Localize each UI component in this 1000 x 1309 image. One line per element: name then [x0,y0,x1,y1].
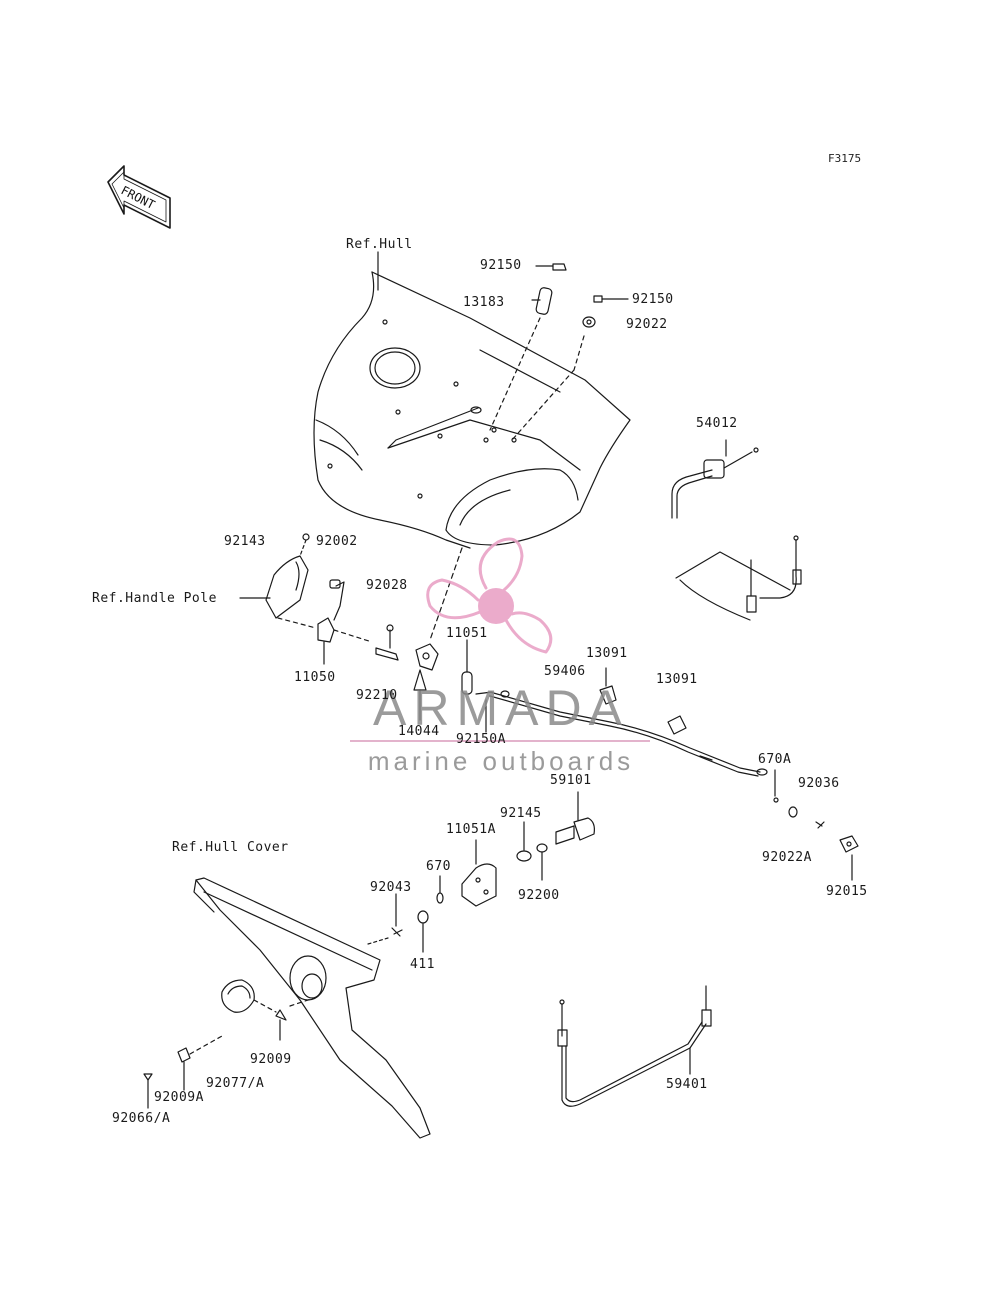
part-number-92200[interactable]: 92200 [518,888,560,903]
part-number-59401[interactable]: 59401 [666,1077,708,1092]
part-number-92022a[interactable]: 92022A [762,850,812,865]
shaft-assembly [367,791,595,953]
watermark-brand: ARMADA [373,680,629,736]
hull-body [313,251,631,549]
watermark-tagline: marine outboards [367,746,635,776]
part-number-11050[interactable]: 11050 [294,670,336,685]
part-number-92028[interactable]: 92028 [366,578,408,593]
throttle-cable-59406 [489,667,779,803]
figure-code: F3175 [828,152,862,165]
part-number-13091[interactable]: 13091 [656,672,698,687]
part-number-92036[interactable]: 92036 [798,776,840,791]
part-number-11051[interactable]: 11051 [446,626,488,641]
part-number-92066a[interactable]: 92066/A [112,1111,171,1126]
part-number-92150[interactable]: 92150 [632,292,674,307]
hull-cover [143,877,431,1139]
hull-detail-right [675,535,802,621]
part-number-54012[interactable]: 54012 [696,416,738,431]
part-number-13183[interactable]: 13183 [463,295,505,310]
part-number-92145[interactable]: 92145 [500,806,542,821]
part-number-670a[interactable]: 670A [758,752,792,767]
part-number-92015[interactable]: 92015 [826,884,868,899]
part-number-670[interactable]: 670 [426,859,451,874]
part-number-92077a[interactable]: 92077/A [206,1076,265,1091]
part-number-92002[interactable]: 92002 [316,534,358,549]
cable-54012 [671,439,759,519]
nut-group-right [788,806,859,881]
handle-pole-bracket [239,533,399,665]
part-number-14044[interactable]: 14044 [398,724,440,739]
part-number-92043[interactable]: 92043 [370,880,412,895]
ref-hull-label: Ref.Hull [346,237,413,252]
part-number-92150[interactable]: 92150 [480,258,522,273]
part-number-92143[interactable]: 92143 [224,534,266,549]
watermark-divider [350,740,650,742]
part-number-59406[interactable]: 59406 [544,664,586,679]
cable-59401 [557,985,712,1107]
part-number-11051a[interactable]: 11051A [446,822,496,837]
part-number-92009a[interactable]: 92009A [154,1090,204,1105]
part-number-13091[interactable]: 13091 [586,646,628,661]
part-number-59101[interactable]: 59101 [550,773,592,788]
part-number-411[interactable]: 411 [410,957,435,972]
fastener-group-top [489,263,629,441]
lever-assembly [413,547,493,733]
propeller-logo-icon [426,537,553,654]
ref-hull-cover-label: Ref.Hull Cover [172,840,289,855]
part-number-92210[interactable]: 92210 [356,688,398,703]
ref-handle-pole-label: Ref.Handle Pole [92,591,217,606]
front-arrow-icon: FRONT [107,165,171,229]
part-number-92022[interactable]: 92022 [626,317,668,332]
part-number-92009[interactable]: 92009 [250,1052,292,1067]
part-number-92150a[interactable]: 92150A [456,732,506,747]
